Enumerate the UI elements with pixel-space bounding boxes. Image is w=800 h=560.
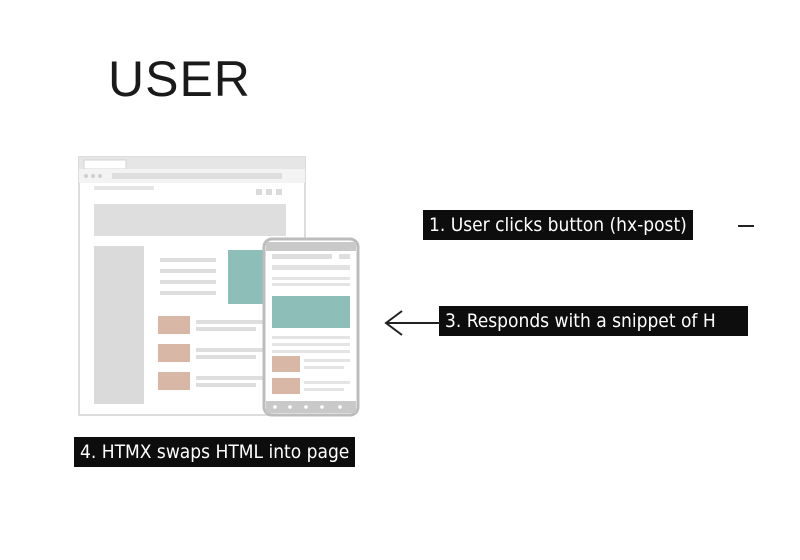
mobile-phone-icon [262, 237, 360, 417]
device-illustration [78, 156, 360, 417]
step-1-label: 1. User clicks button (hx-post) [423, 210, 693, 240]
diagram-title: USER [108, 51, 251, 107]
arrow-right-line-icon [738, 225, 754, 227]
step-4-label: 4. HTMX swaps HTML into page [74, 437, 356, 467]
arrow-left-icon [384, 310, 440, 336]
step-3-label: 3. Responds with a snippet of H [439, 306, 748, 336]
